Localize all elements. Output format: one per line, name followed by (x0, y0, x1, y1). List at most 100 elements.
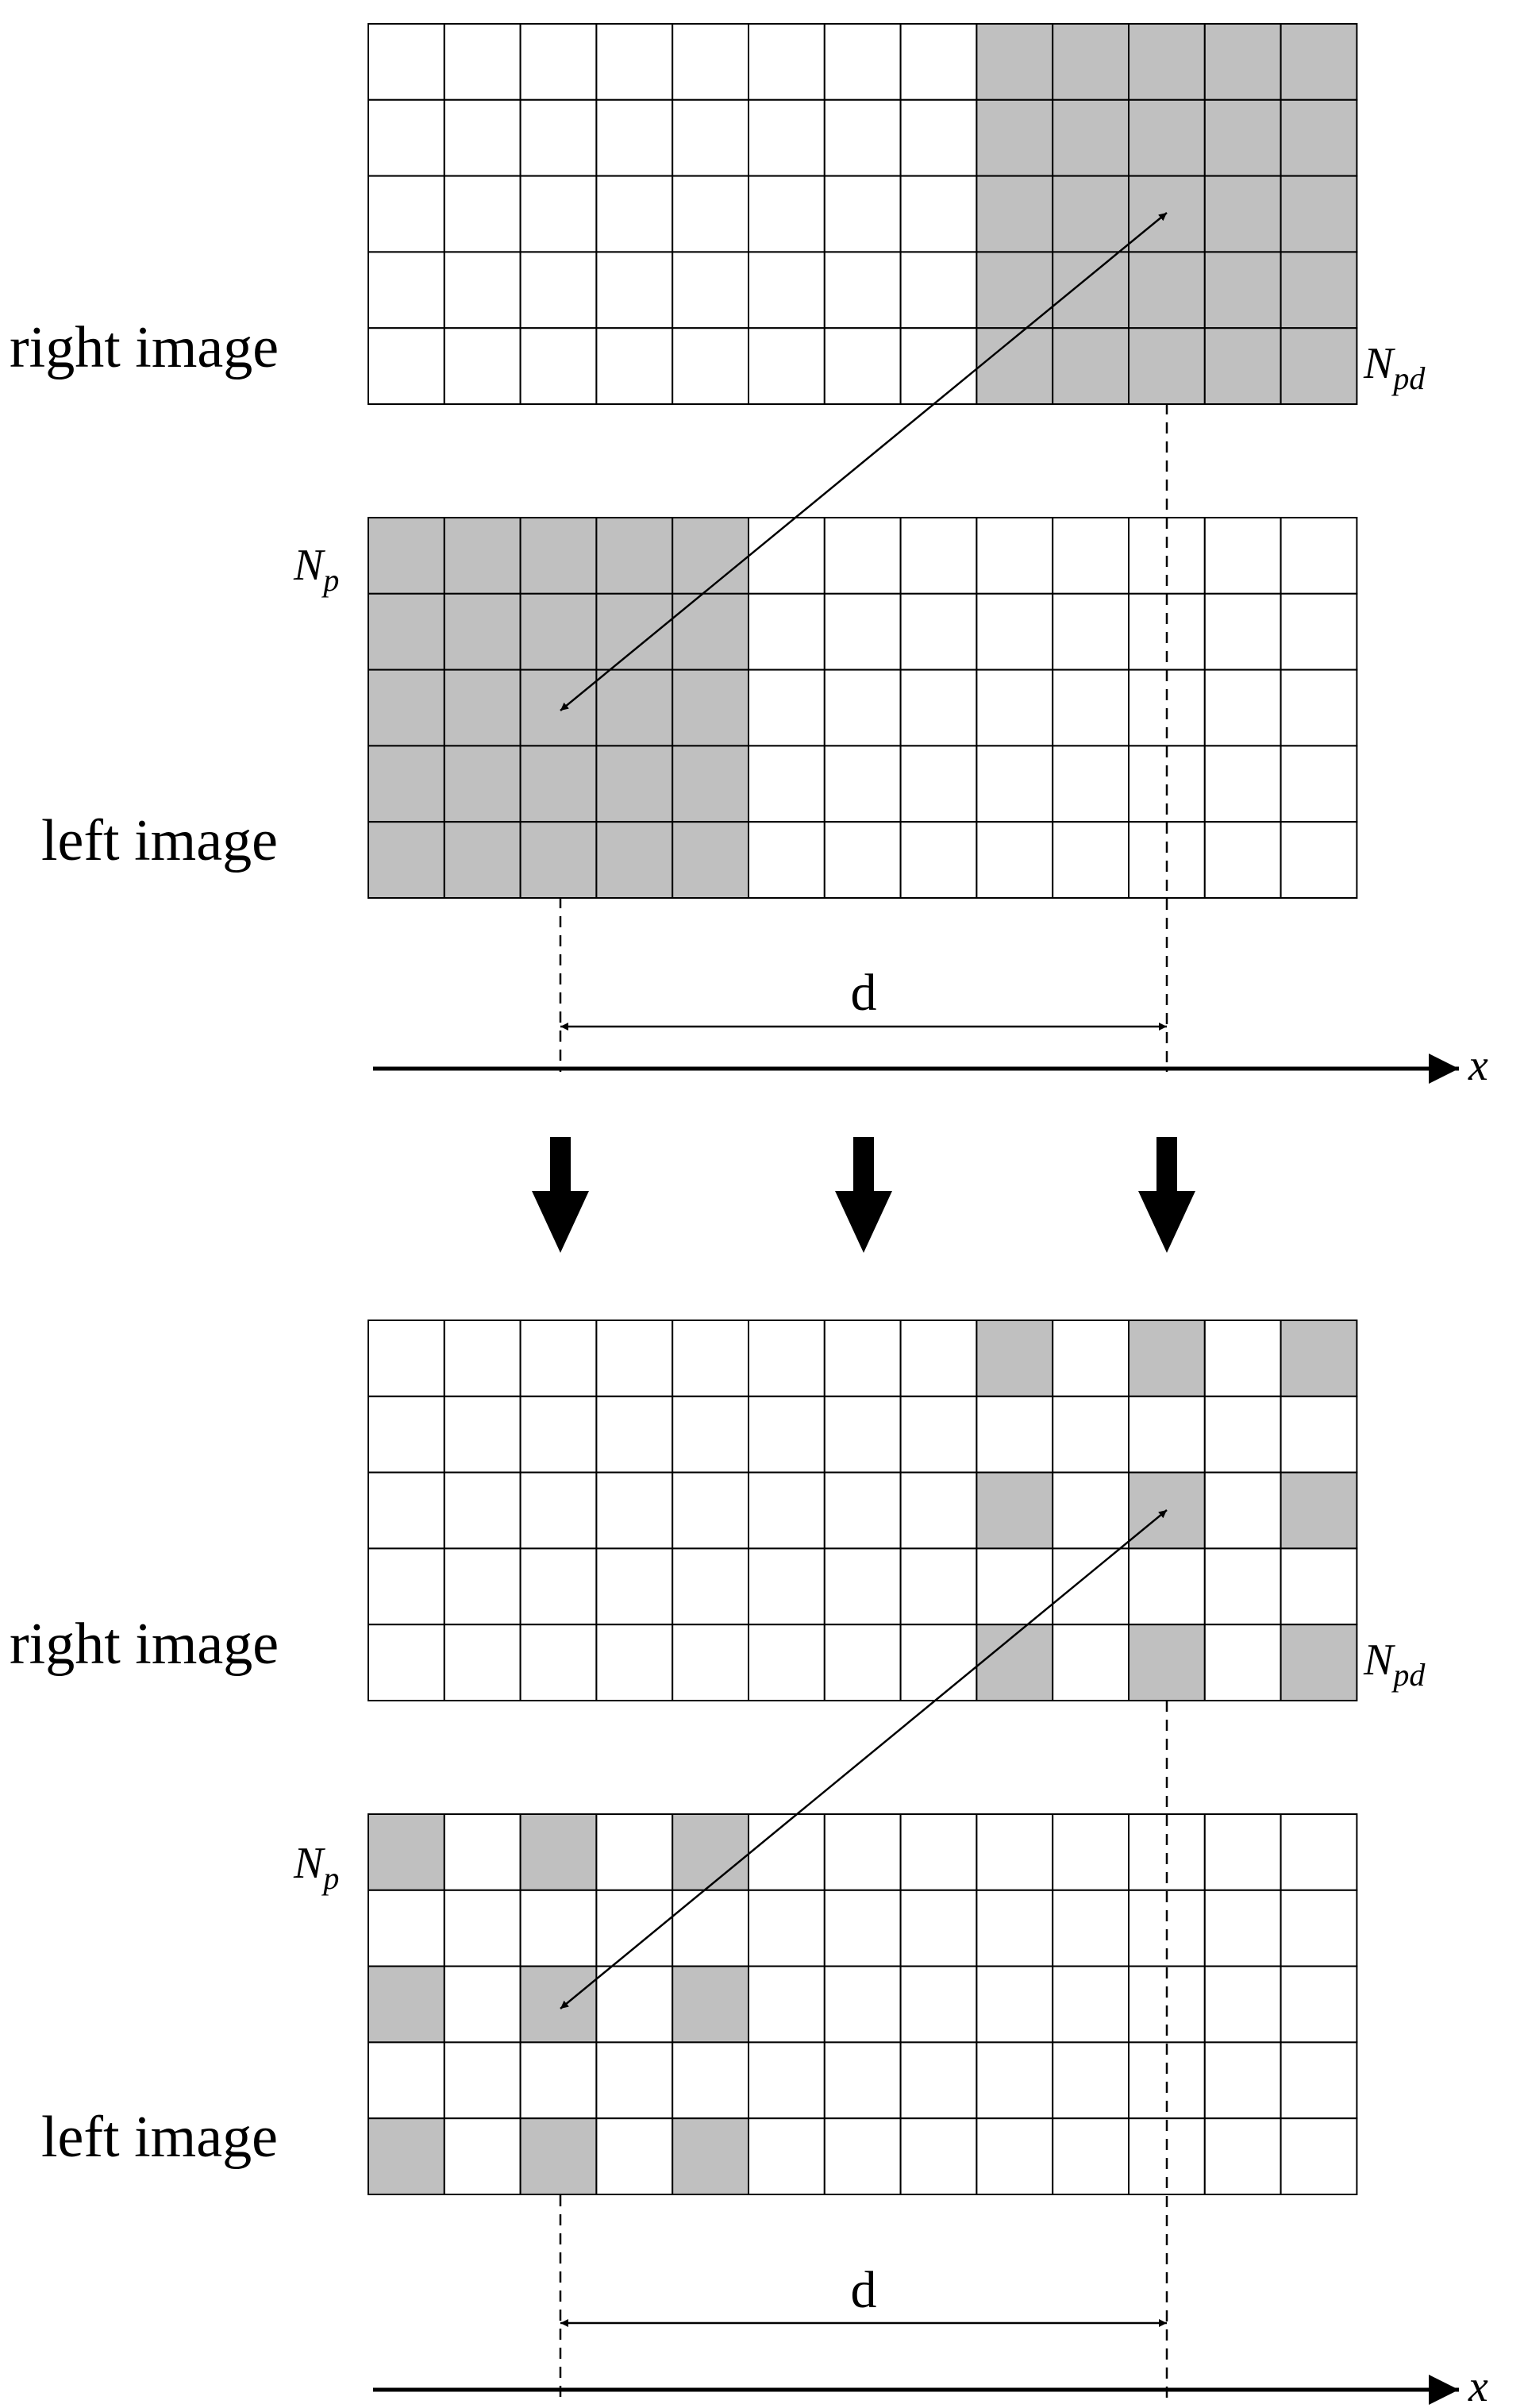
grid-cell (748, 1889, 826, 1967)
grid-cell-shaded (1128, 1320, 1206, 1397)
grid-cell-shaded (595, 821, 674, 899)
grid-cell (672, 1320, 750, 1397)
grid-cell-shaded (1203, 175, 1282, 253)
grid-cell-shaded (672, 745, 750, 823)
left-image-grid (368, 517, 1358, 899)
grid-cell (519, 251, 598, 329)
grid-cell (899, 1395, 978, 1474)
panel-dense: right image left image Npd Np d x (10, 23, 1488, 1090)
grid-cell (748, 98, 826, 177)
grid-cell (976, 517, 1054, 595)
grid-cell (976, 745, 1054, 823)
grid-cell (748, 592, 826, 671)
grid-cell (1280, 668, 1358, 747)
grid-cell (672, 1547, 750, 1626)
grid-cell (443, 1813, 521, 1891)
grid-cell (899, 1471, 978, 1550)
grid-cell (1280, 745, 1358, 823)
grid-cell (748, 1395, 826, 1474)
grid-cell (443, 23, 521, 101)
grid-cell-shaded (443, 668, 521, 747)
grid-cell (899, 1813, 978, 1891)
grid-cell (976, 1813, 1054, 1891)
grid-cell (899, 592, 978, 671)
grid-cell (976, 2041, 1054, 2120)
grid-cell (899, 668, 978, 747)
grid-cell (1203, 2117, 1282, 2195)
grid-cell-shaded (1280, 251, 1358, 329)
npd-sub: pd (1391, 1657, 1426, 1693)
grid-cell (519, 1624, 598, 1701)
grid-cell (443, 175, 521, 253)
grid-cell (748, 175, 826, 253)
transition-arrows (532, 1137, 1195, 1253)
grid-cell-shaded (519, 821, 598, 899)
grid-cell (1280, 592, 1358, 671)
grid-cell (899, 2117, 978, 2195)
grid-cell-shaded (368, 2117, 445, 2195)
grid-cell (823, 2117, 902, 2195)
grid-cell (672, 98, 750, 177)
grid-cell-shaded (672, 2117, 750, 2195)
grid-cell-shaded (976, 175, 1054, 253)
grid-cell (1052, 821, 1130, 899)
grid-cell (1203, 2041, 1282, 2120)
grid-cell (823, 23, 902, 101)
grid-cell (748, 821, 826, 899)
grid-cell (519, 1547, 598, 1626)
grid-cell (595, 251, 674, 329)
grid-cell (823, 1624, 902, 1701)
grid-cell-shaded (595, 517, 674, 595)
grid-cell-shaded (519, 517, 598, 595)
grid-cell (1280, 1813, 1358, 1891)
grid-cell (1052, 1547, 1130, 1626)
grid-cell-shaded (595, 592, 674, 671)
grid-cell-shaded (1203, 251, 1282, 329)
grid-cell (748, 2041, 826, 2120)
grid-cell (443, 2041, 521, 2120)
grid-cell (976, 821, 1054, 899)
np-sub: p (321, 562, 339, 598)
grid-cell (899, 1320, 978, 1397)
grid-cell (748, 2117, 826, 2195)
grid-cell (443, 1547, 521, 1626)
grid-cell-shaded (1128, 23, 1206, 101)
grid-cell-shaded (368, 1965, 445, 2044)
right-image-label: right image (10, 315, 279, 380)
grid-cell (368, 251, 445, 329)
left-image-label: left image (41, 808, 278, 873)
grid-cell-shaded (595, 668, 674, 747)
grid-cell (1203, 517, 1282, 595)
npd-base: N (1363, 339, 1395, 388)
grid-cell (443, 98, 521, 177)
grid-cell (595, 1889, 674, 1967)
grid-cell-shaded (1128, 1624, 1206, 1701)
grid-cell (672, 1471, 750, 1550)
grid-cell (595, 2041, 674, 2120)
grid-cell (1052, 1965, 1130, 2044)
grid-cell (1280, 821, 1358, 899)
grid-cell (823, 592, 902, 671)
grid-cell-shaded (368, 1813, 445, 1891)
grid-cell (823, 821, 902, 899)
grid-cell (899, 23, 978, 101)
x-axis-label: x (1468, 2362, 1488, 2408)
distance-label: d (851, 2261, 877, 2319)
npd-label: Npd (1363, 1636, 1426, 1693)
grid-cell (443, 1965, 521, 2044)
grid-cell (823, 327, 902, 406)
grid-cell (519, 23, 598, 101)
grid-cell-shaded (672, 517, 750, 595)
grid-cell-shaded (976, 1471, 1054, 1550)
grid-cell (1052, 1320, 1130, 1397)
grid-cell-shaded (519, 1813, 598, 1891)
grid-cell (443, 251, 521, 329)
grid-cell (672, 2041, 750, 2120)
grid-cell (519, 2041, 598, 2120)
grid-cell-shaded (443, 745, 521, 823)
np-label: Np (293, 1839, 339, 1896)
grid-cell (823, 251, 902, 329)
grid-cell (443, 327, 521, 406)
grid-cell-shaded (976, 327, 1054, 406)
grid-cell (368, 1547, 445, 1626)
